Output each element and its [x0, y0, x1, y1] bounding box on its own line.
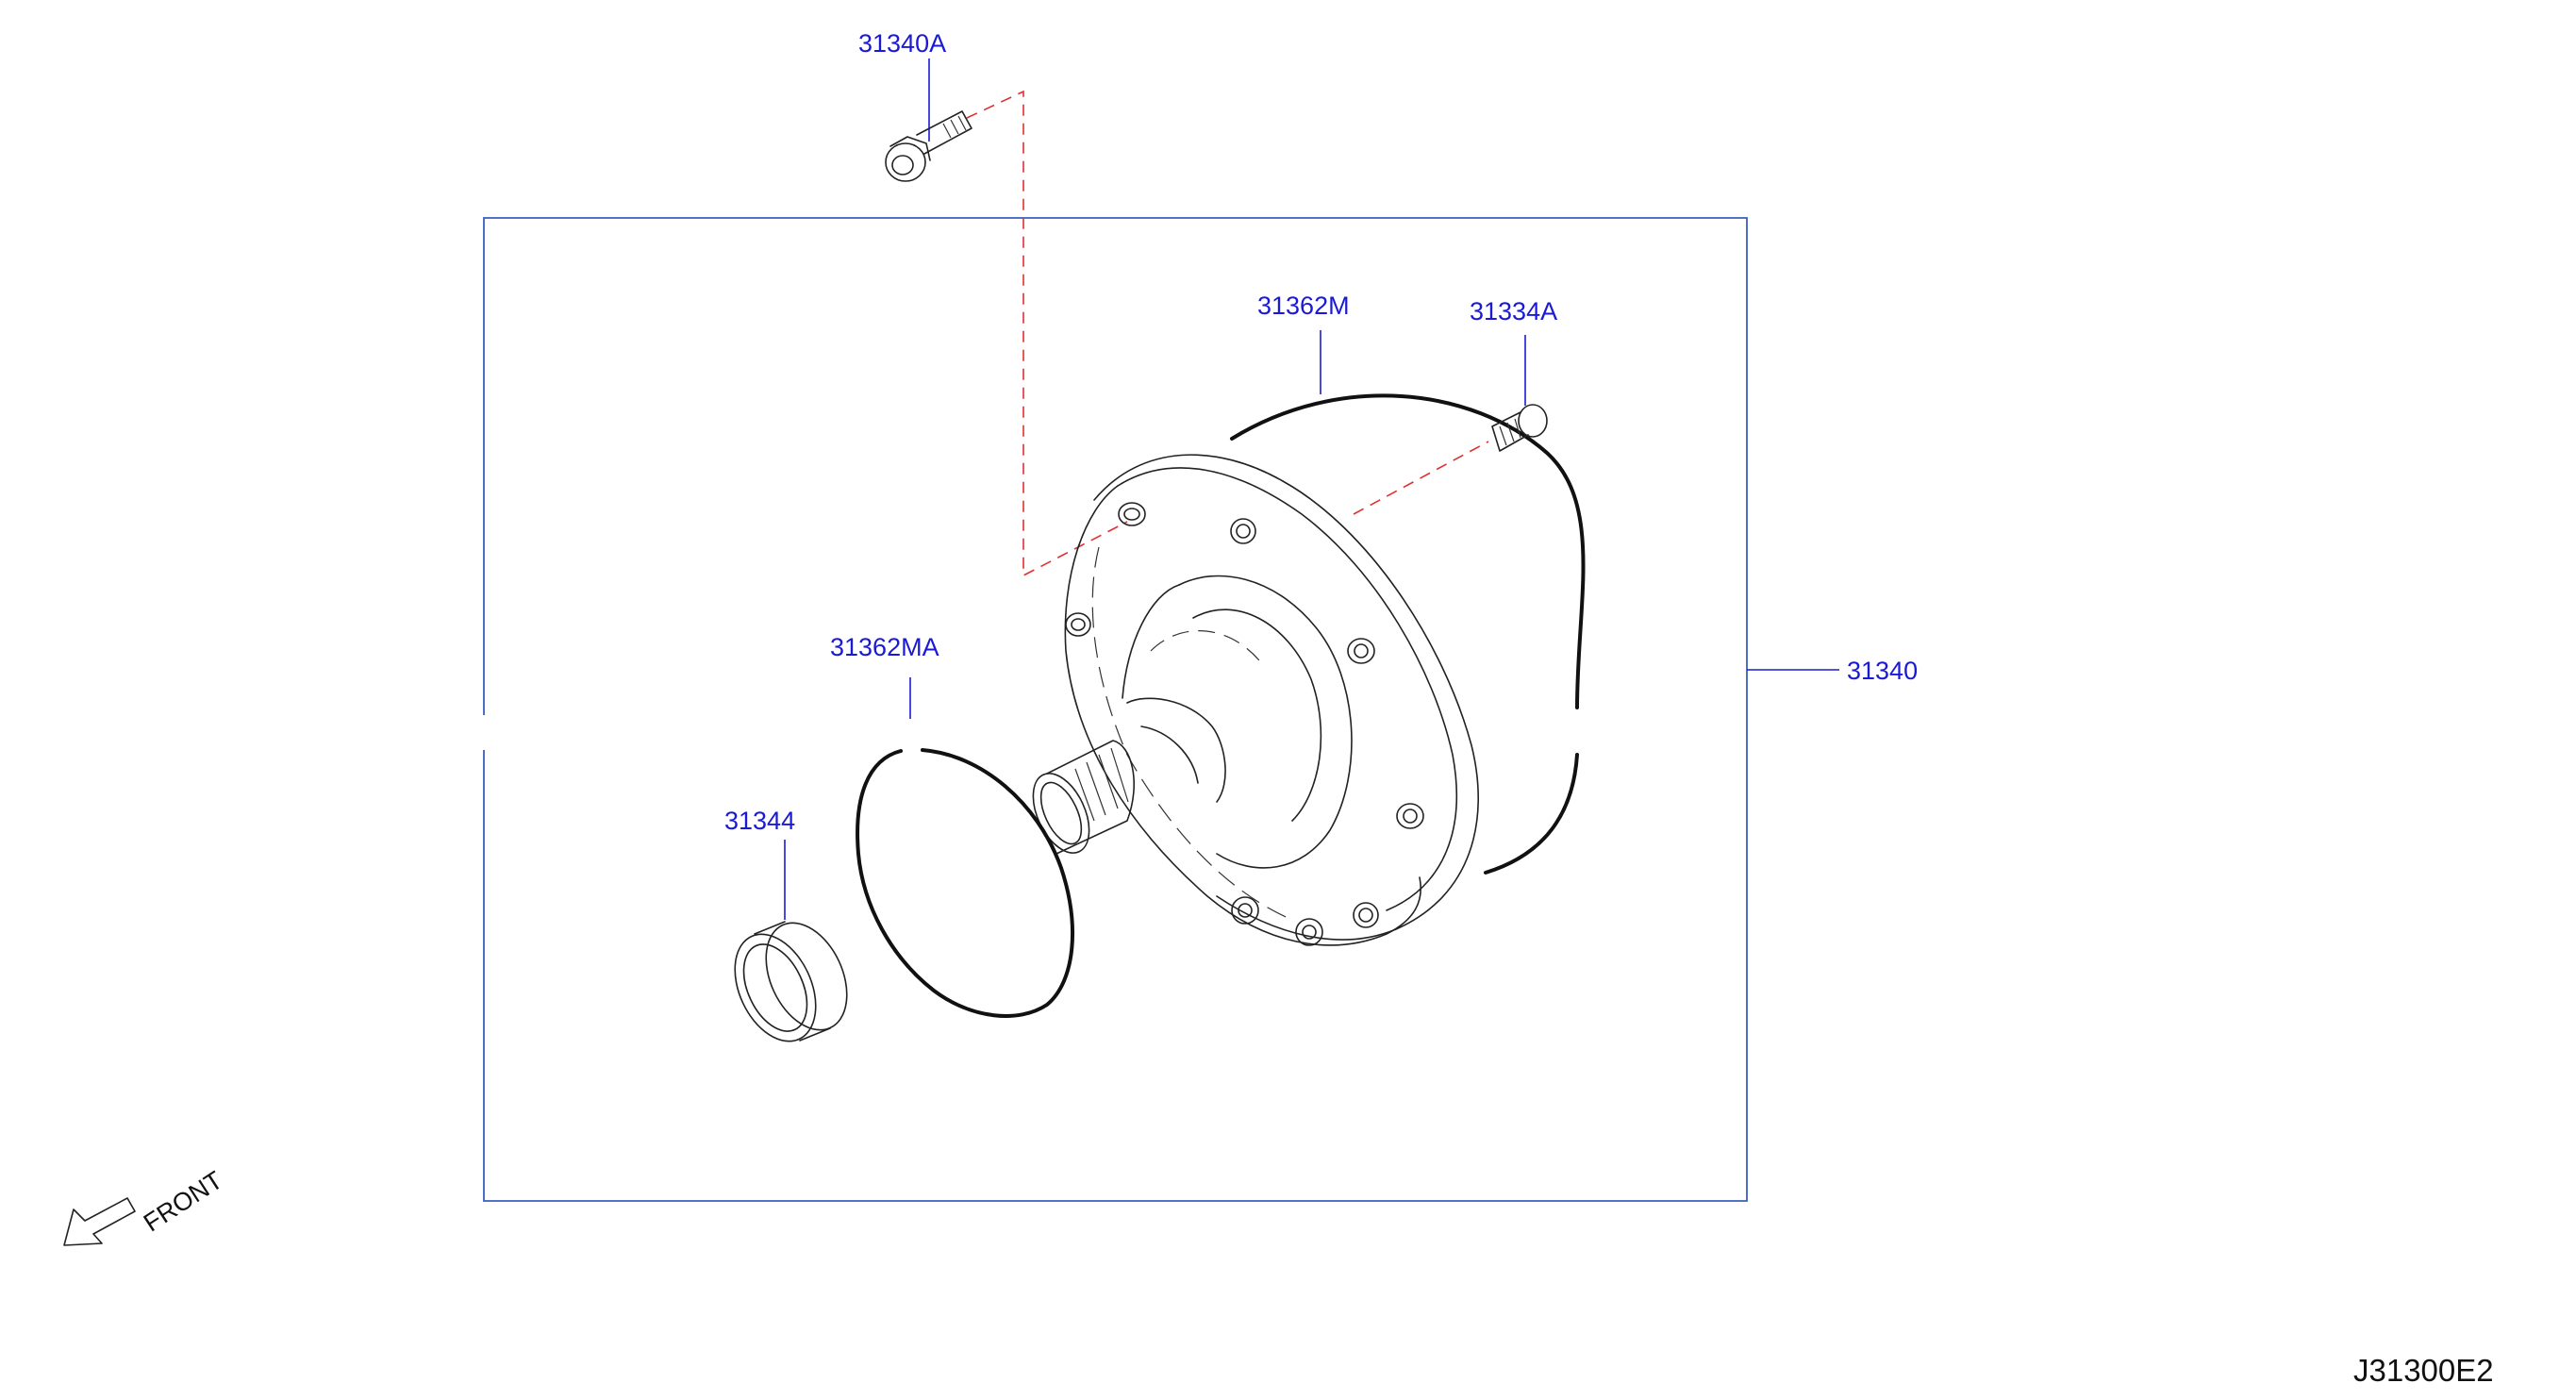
callout-31362ma[interactable]: 31362MA — [830, 633, 939, 661]
flange-bolt-part[interactable] — [885, 110, 972, 182]
small-bolt-part[interactable] — [1491, 404, 1548, 452]
oil-pump-body-part[interactable] — [1022, 454, 1479, 946]
o-ring-large-part[interactable] — [1230, 393, 1586, 875]
callout-31340a[interactable]: 31340A — [858, 29, 947, 58]
oil-seal-part[interactable] — [719, 910, 863, 1055]
callout-31334a[interactable]: 31334A — [1470, 297, 1558, 325]
callout-31344[interactable]: 31344 — [724, 807, 796, 835]
callout-31362m[interactable]: 31362M — [1257, 292, 1350, 320]
alignment-guide-small-bolt — [1353, 441, 1489, 515]
figure-code: J31300E2 — [2353, 1353, 2494, 1388]
o-ring-mid-part[interactable] — [856, 748, 1074, 1018]
front-arrow-icon — [63, 1197, 136, 1246]
callout-31340[interactable]: 31340 — [1847, 657, 1919, 685]
alignment-guide-upper-bolt — [966, 90, 1128, 577]
assembly-frame — [483, 217, 1748, 1202]
